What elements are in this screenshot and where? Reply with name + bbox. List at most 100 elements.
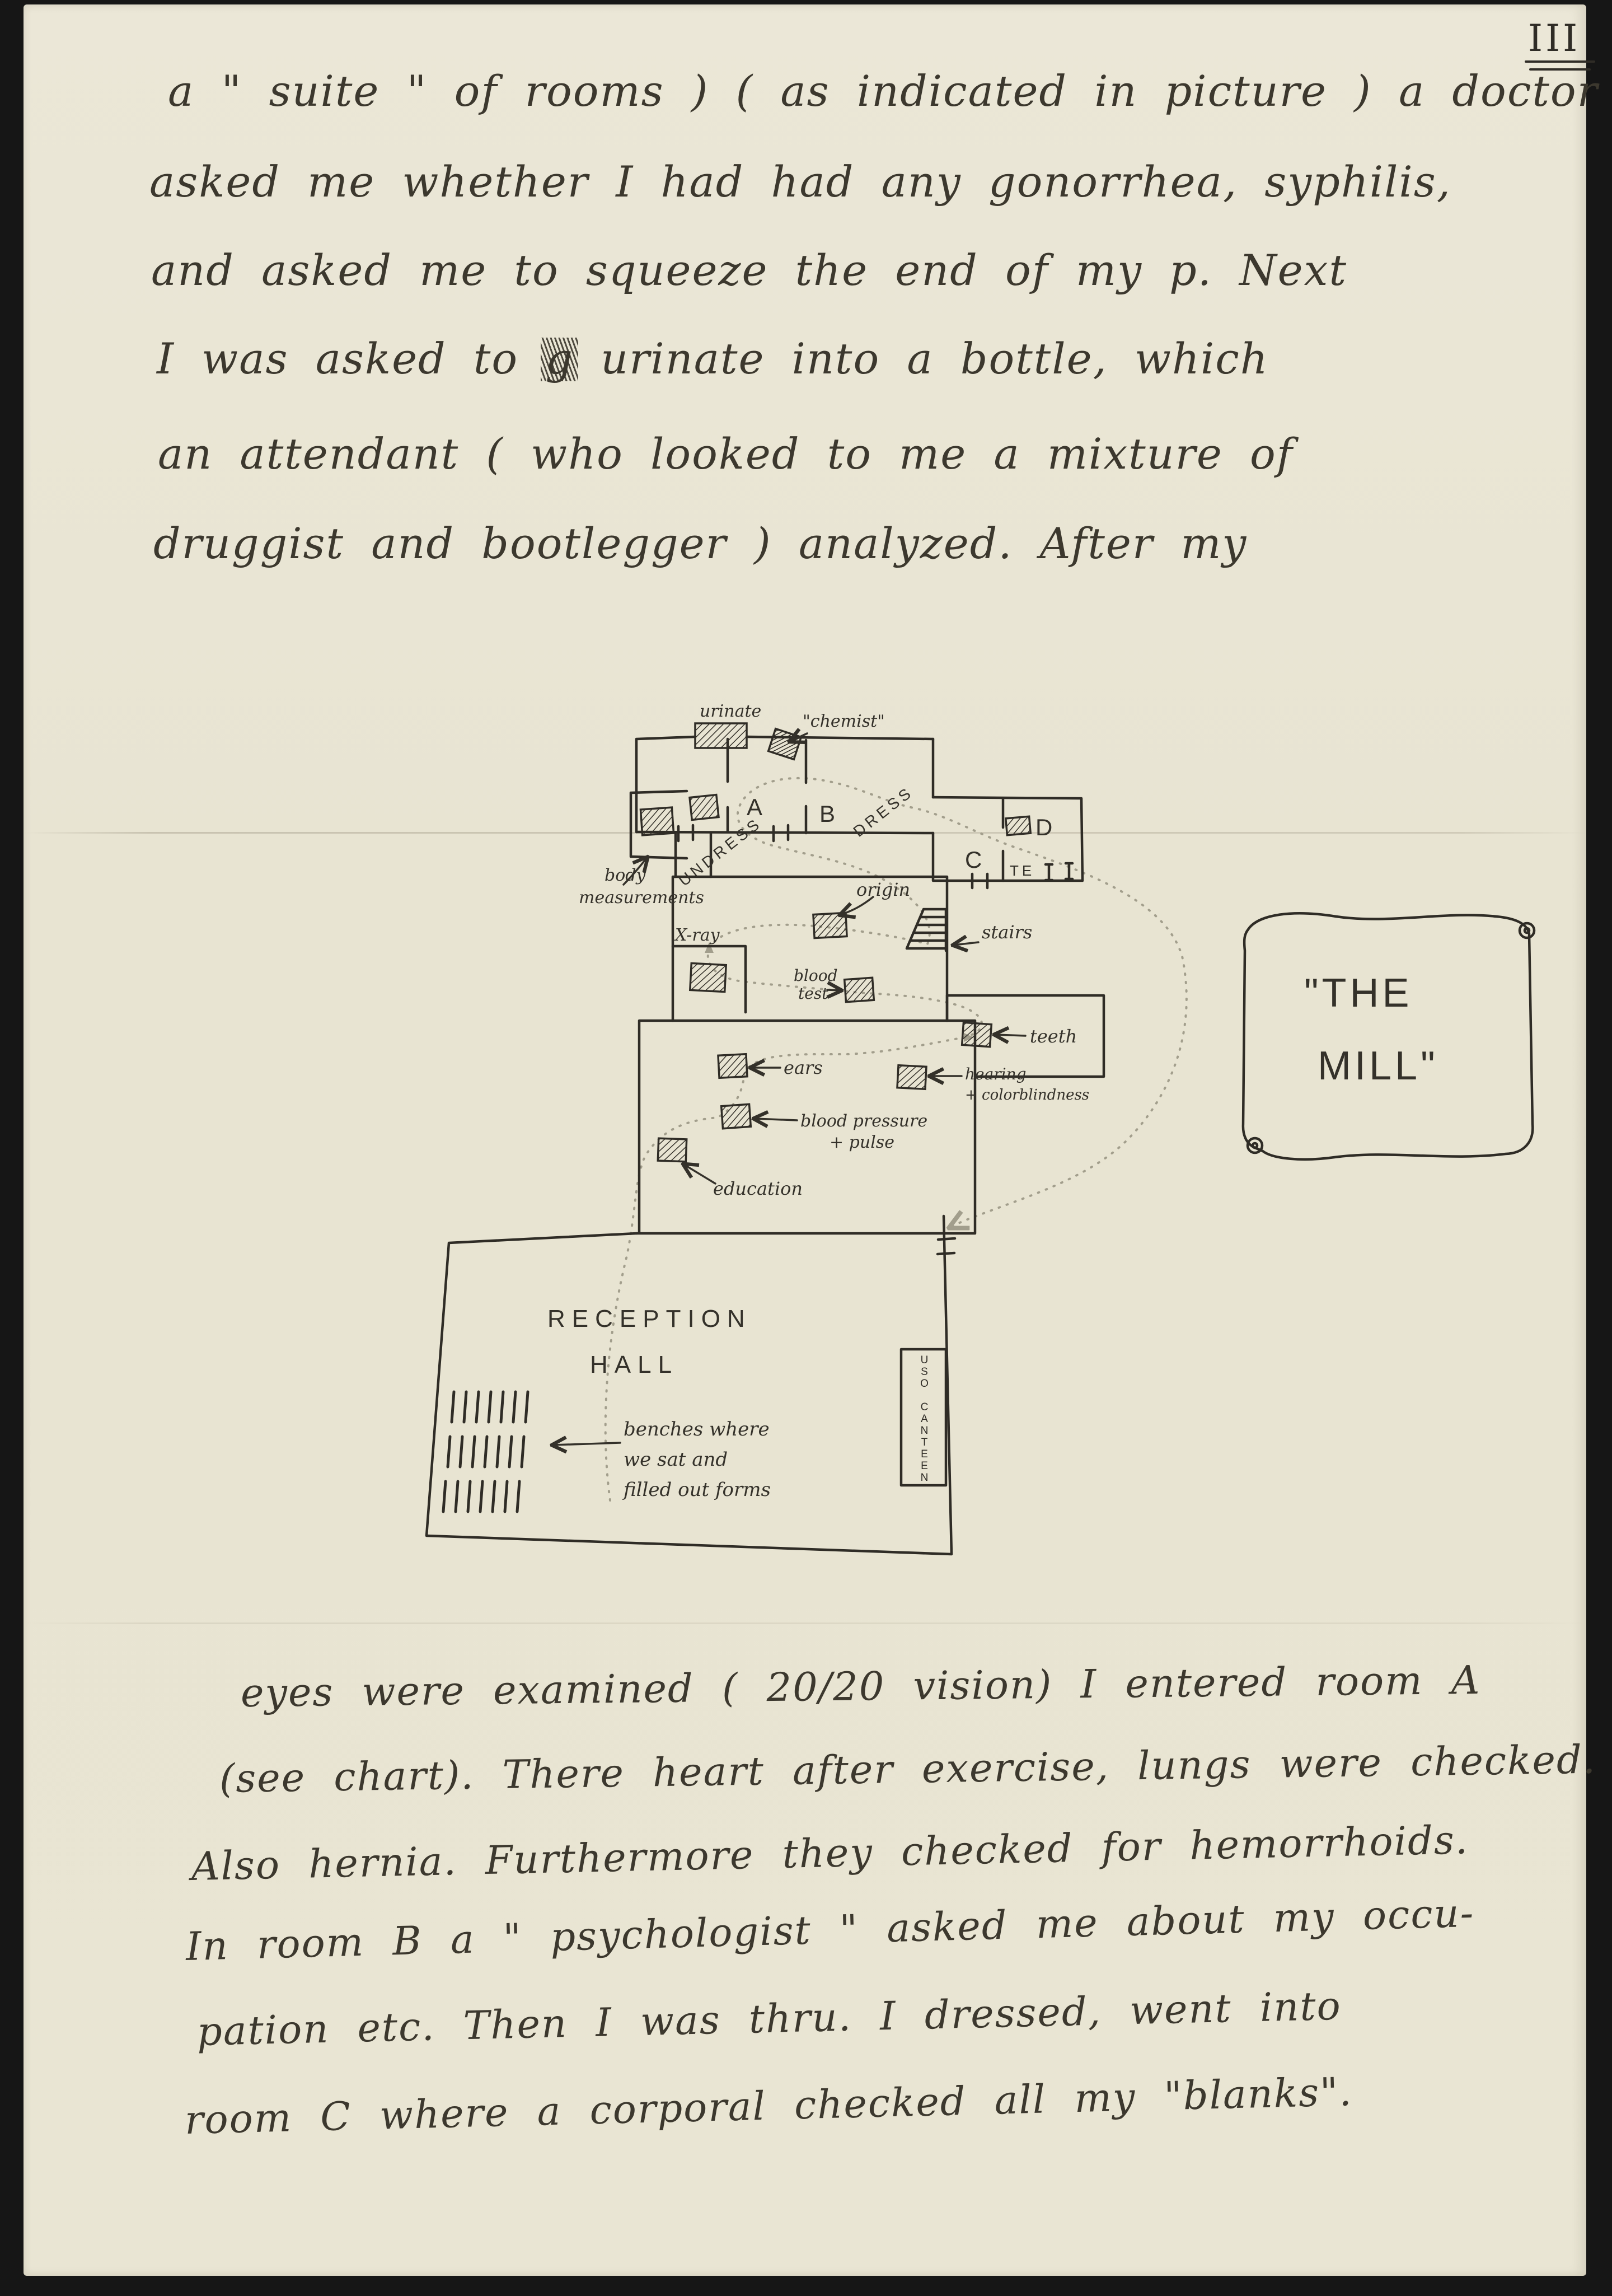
station-hatch-box-blood-pressure [720, 1103, 752, 1130]
page-number-text: III [1528, 17, 1581, 60]
label-ears: ears [784, 1057, 823, 1078]
line-text: room C where a corporal checked all my "… [184, 2069, 1353, 2143]
station-hatch-box-ears [717, 1053, 748, 1079]
label-room-d: D [1035, 814, 1056, 840]
label-origin: origin [856, 879, 910, 900]
line-text: eyes were examined ( 20/20 vision) I ent… [240, 1657, 1481, 1716]
the-mill-scroll: "THE MILL" [1241, 912, 1536, 1161]
scroll-curl [1518, 922, 1536, 939]
label-chemist: "chemist" [803, 712, 885, 731]
label-body-measurements: measurements [579, 888, 704, 908]
label-stairs: stairs [982, 922, 1032, 943]
wall-reception-hall [425, 1214, 953, 1556]
wall-xray-room [671, 944, 747, 1014]
label-blood-test: test [798, 984, 828, 1003]
label-hearing: hearing [965, 1065, 1027, 1083]
wall-top-building [635, 830, 935, 835]
label-benches: filled out forms [622, 1479, 771, 1501]
handwritten-line: eyes were examined ( 20/20 vision) I ent… [241, 1657, 1481, 1716]
page-number-underline [1529, 68, 1591, 71]
label-benches: we sat and [624, 1448, 728, 1471]
wall-body-measurements-room [629, 789, 688, 860]
station-hatch-box-education [657, 1137, 688, 1163]
line-text: I was asked to [157, 334, 519, 384]
scroll-curl [1251, 1142, 1259, 1149]
line-text: In room B a " psychologist " asked me ab… [185, 1890, 1475, 1970]
handwritten-line: pation etc. Then I was thru. I dressed, … [196, 1983, 1342, 2055]
line-text: druggist and bootlegger ) analyzed. Afte… [153, 518, 1248, 568]
station-hatch-box-chemist [767, 727, 803, 761]
fold-crease [24, 1622, 1586, 1624]
station-hatch-box-blood-test [843, 976, 875, 1003]
wall-middle-building [671, 875, 949, 1022]
label-room-c: C [965, 847, 985, 873]
crossed-out-word: g [541, 334, 578, 384]
label-hall: HALL [590, 1351, 678, 1378]
line-text: an attendant ( who looked to me a mixtur… [158, 429, 1294, 479]
arrow-to-teeth [995, 1035, 1027, 1036]
route-arrowhead [705, 942, 714, 953]
label-education: education [713, 1178, 803, 1199]
label-undress: UNDRESS [676, 814, 765, 890]
wall-undress-corridor [674, 831, 713, 878]
handwritten-line: a " suite " of rooms ) ( as indicated in… [168, 66, 1599, 116]
station-hatch-box-hearing [896, 1064, 927, 1091]
wall-top-building-right-wing [931, 796, 1084, 882]
arrow-to-stairs [954, 942, 980, 945]
station-hatch-box-xray [688, 962, 728, 993]
handwritten-line: (see chart). There heart after exercise,… [219, 1737, 1596, 1802]
handwritten-line: room C where a corporal checked all my "… [184, 2069, 1353, 2143]
station-hatch-box-room-a [688, 793, 720, 821]
line-text: (see chart). There heart after exercise,… [219, 1736, 1597, 1802]
bench-row [450, 1390, 529, 1424]
label-urinate: urinate [700, 702, 761, 721]
station-hatch-box-urinal [694, 722, 748, 749]
label-pulse: + pulse [830, 1133, 894, 1152]
label-benches: benches where [624, 1418, 770, 1441]
station-hatch-boxes [639, 722, 1032, 1163]
label-colorblindness: + colorblindness [965, 1087, 1089, 1103]
label-xray: X-ray [674, 925, 720, 945]
handwritten-line: asked me whether I had had any gonorrhea… [149, 157, 1451, 207]
line-text: a " suite " of rooms ) ( as indicated in… [168, 66, 1599, 116]
scroll-curl [1523, 927, 1531, 934]
arrow-to-origin [841, 896, 874, 915]
gate-symbol [1064, 862, 1074, 881]
wall-top-building [635, 735, 697, 834]
wall-exam-hall [635, 1019, 977, 1235]
wall-teeth-room [945, 994, 1105, 1078]
door-ticks [772, 824, 790, 843]
line-text: Also hernia. Furthermore they checked fo… [191, 1817, 1469, 1890]
label-dress: DRESS [850, 783, 917, 840]
building-walls [425, 735, 1105, 1556]
arrow-to-chemist [790, 733, 808, 741]
label-body-measurements: body [604, 866, 646, 885]
label-teeth: teeth [1030, 1026, 1077, 1047]
label-the-mill-line2: MILL" [1318, 1044, 1438, 1088]
station-hatch-box-teeth [960, 1021, 993, 1048]
bench-row [446, 1435, 526, 1469]
line-text: and asked me to squeeze the end of my p.… [151, 245, 1348, 295]
label-room-b: B [819, 801, 838, 827]
label-room-a: A [747, 794, 766, 820]
paper-sheet: III a " suite " of rooms ) ( as indicate… [24, 4, 1597, 2276]
label-blood-test: blood [794, 966, 838, 985]
bench-row [442, 1480, 521, 1513]
wall-uso-canteen-booth [899, 1348, 948, 1487]
station-hatch-box-body-measurements [639, 806, 675, 836]
floor-plan-sketch: "THE MILL" urinate "chemist" A B DRESS C… [425, 702, 1536, 1556]
label-blood-pressure: blood pressure [800, 1111, 927, 1131]
arrow-to-education [684, 1165, 716, 1185]
scroll-outline [1241, 912, 1534, 1161]
handwritten-line: Also hernia. Furthermore they checked fo… [191, 1817, 1469, 1890]
arrow-to-body-measurements [622, 858, 647, 886]
arrow-to-blood-pressure [755, 1119, 798, 1120]
line-text: pation etc. Then I was thru. I dressed, … [196, 1982, 1342, 2055]
label-te: TE [1010, 862, 1035, 879]
label-reception: RECEPTION [547, 1305, 752, 1332]
handwritten-line: druggist and bootlegger ) analyzed. Afte… [153, 518, 1247, 568]
label-the-mill-line1: "THE [1304, 971, 1413, 1016]
reception-benches [442, 1390, 529, 1513]
label-arrows [553, 733, 1027, 1445]
